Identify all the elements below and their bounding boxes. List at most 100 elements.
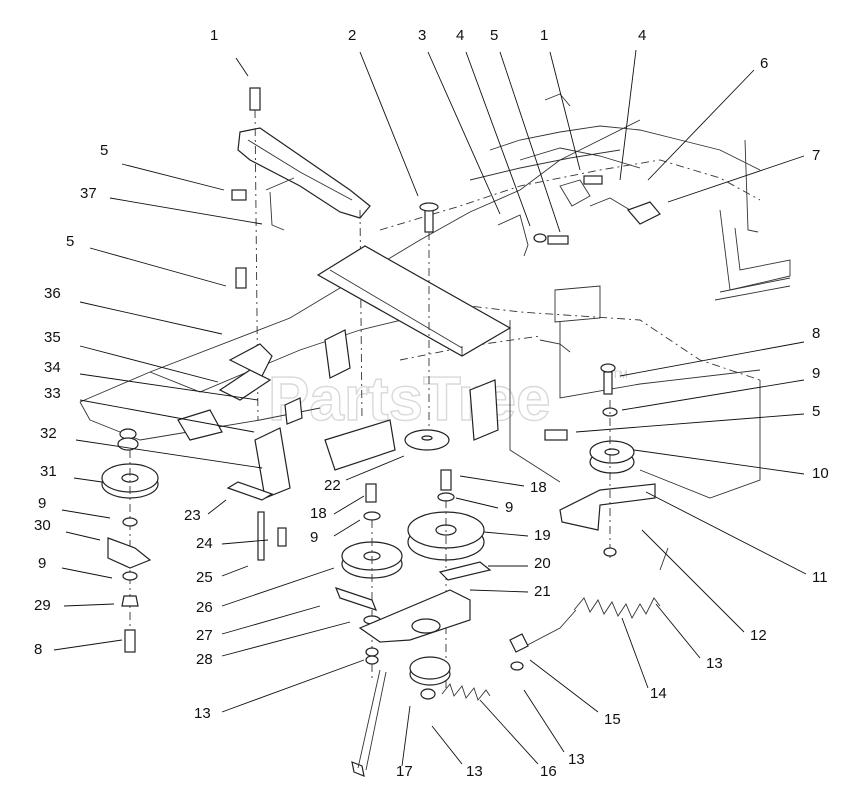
callout-leader-5 [121, 163, 225, 191]
callout-leader-34 [79, 373, 259, 401]
callout-leader-5 [575, 413, 805, 433]
callout-leader-21 [469, 589, 529, 593]
callout-number-9[interactable]: 9 [812, 365, 820, 382]
callout-number-2[interactable]: 2 [348, 27, 356, 44]
idler-arm-parts [226, 481, 287, 561]
callout-leader-10 [633, 449, 805, 475]
callout-leader-9 [333, 519, 361, 537]
callout-number-27[interactable]: 27 [196, 627, 213, 644]
callout-number-16[interactable]: 16 [540, 763, 557, 780]
callout-leader-3 [427, 51, 501, 215]
callout-number-12[interactable]: 12 [750, 627, 767, 644]
callout-leader-25 [221, 565, 249, 577]
right-pulley-stack [351, 469, 492, 777]
callout-leader-6 [647, 69, 755, 181]
callout-number-9[interactable]: 9 [505, 499, 513, 516]
callout-leader-29 [63, 603, 115, 607]
callout-leader-11 [645, 491, 807, 575]
callout-leader-9 [455, 497, 499, 509]
callout-number-9[interactable]: 9 [38, 495, 46, 512]
callout-number-18[interactable]: 18 [530, 479, 547, 496]
callout-number-36[interactable]: 36 [44, 285, 61, 302]
callout-leader-13 [655, 603, 701, 659]
callout-number-18[interactable]: 18 [310, 505, 327, 522]
callout-number-30[interactable]: 30 [34, 517, 51, 534]
callout-number-35[interactable]: 35 [44, 329, 61, 346]
callout-leader-7 [667, 155, 805, 203]
callout-leader-5 [499, 51, 561, 233]
callout-leader-8 [53, 639, 123, 651]
callout-leader-9 [621, 379, 805, 411]
callout-leader-16 [479, 699, 539, 765]
upper-left-bracket [231, 87, 371, 421]
left-plate-assembly [177, 329, 499, 499]
callout-number-5[interactable]: 5 [100, 142, 108, 159]
callout-number-8[interactable]: 8 [34, 641, 42, 658]
callout-number-8[interactable]: 8 [812, 325, 820, 342]
callout-number-23[interactable]: 23 [184, 507, 201, 524]
right-idler-assembly [509, 363, 656, 671]
callout-leader-31 [73, 477, 103, 483]
callout-number-13[interactable]: 13 [194, 705, 211, 722]
callout-number-17[interactable]: 17 [396, 763, 413, 780]
watermark-trademark: TM [612, 369, 628, 381]
callout-leader-13 [221, 659, 365, 713]
callout-leader-37 [109, 197, 263, 225]
callout-leader-2 [359, 51, 419, 197]
callout-leader-35 [79, 345, 219, 383]
callout-leader-9 [61, 509, 111, 519]
callout-leader-8 [619, 341, 805, 377]
callout-number-5[interactable]: 5 [812, 403, 820, 420]
callout-number-21[interactable]: 21 [534, 583, 551, 600]
watermark-logo: PartsTree [268, 365, 551, 434]
callout-number-20[interactable]: 20 [534, 555, 551, 572]
callout-leader-36 [79, 301, 223, 335]
callout-leader-23 [207, 499, 227, 515]
callout-number-14[interactable]: 14 [650, 685, 667, 702]
callout-leader-33 [79, 399, 255, 433]
callout-number-29[interactable]: 29 [34, 597, 51, 614]
callout-number-26[interactable]: 26 [196, 599, 213, 616]
callout-leader-1 [235, 57, 249, 77]
callout-number-37[interactable]: 37 [80, 185, 97, 202]
callout-number-6[interactable]: 6 [760, 55, 768, 72]
callout-number-9[interactable]: 9 [310, 529, 318, 546]
callout-number-4[interactable]: 4 [638, 27, 646, 44]
callout-number-7[interactable]: 7 [812, 147, 820, 164]
callout-leader-17 [401, 705, 411, 767]
callout-number-3[interactable]: 3 [418, 27, 426, 44]
callout-number-1[interactable]: 1 [210, 27, 218, 44]
callout-number-5[interactable]: 5 [66, 233, 74, 250]
callout-number-13[interactable]: 13 [466, 763, 483, 780]
callout-leader-1 [549, 51, 581, 171]
callout-number-33[interactable]: 33 [44, 385, 61, 402]
callout-number-19[interactable]: 19 [534, 527, 551, 544]
callout-number-9[interactable]: 9 [38, 555, 46, 572]
callout-leader-22 [345, 455, 405, 481]
callout-number-11[interactable]: 11 [812, 569, 828, 586]
callout-number-13[interactable]: 13 [568, 751, 585, 768]
callout-leader-4 [619, 49, 637, 181]
callout-number-24[interactable]: 24 [196, 535, 213, 552]
callout-number-5[interactable]: 5 [490, 27, 498, 44]
callout-leader-28 [221, 621, 351, 657]
callout-number-4[interactable]: 4 [456, 27, 464, 44]
callout-number-22[interactable]: 22 [324, 477, 341, 494]
callout-leader-18 [333, 495, 365, 515]
callout-number-25[interactable]: 25 [196, 569, 213, 586]
callout-number-31[interactable]: 31 [40, 463, 57, 480]
callout-number-34[interactable]: 34 [44, 359, 61, 376]
callout-leader-30 [65, 531, 101, 541]
callout-number-10[interactable]: 10 [812, 465, 829, 482]
callout-number-15[interactable]: 15 [604, 711, 621, 728]
callout-number-28[interactable]: 28 [196, 651, 213, 668]
callout-leader-19 [483, 531, 529, 537]
callout-number-32[interactable]: 32 [40, 425, 57, 442]
callout-leader-13 [523, 689, 565, 753]
callout-number-1[interactable]: 1 [540, 27, 548, 44]
callout-leader-4 [465, 51, 531, 227]
callout-number-13[interactable]: 13 [706, 655, 723, 672]
